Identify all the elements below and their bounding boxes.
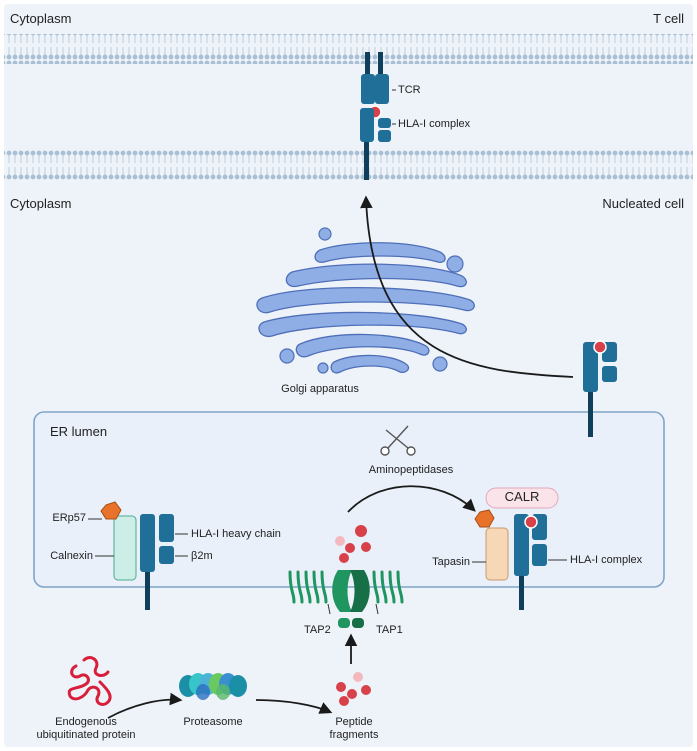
golgi-apparatus-icon — [256, 242, 475, 374]
degradation-arrow — [107, 692, 183, 719]
endogenous-protein-line1: Endogenous — [55, 716, 117, 728]
endogenous-protein-line2: ubiquitinated protein — [36, 729, 136, 741]
calr-label: CALR — [504, 489, 540, 504]
transport-arrow — [360, 195, 574, 378]
peptides-er — [335, 525, 371, 563]
hla-heavy-chain-label: HLA-I heavy chain — [191, 528, 281, 540]
aminopeptidases-label: Aminopeptidases — [368, 464, 454, 476]
tap-transporter — [288, 570, 404, 604]
erp57-label: ERp57 — [52, 512, 86, 524]
tap2-label: TAP2 — [304, 624, 331, 636]
tcell-cytoplasm-label: Cytoplasm — [10, 11, 72, 26]
tapasin-label: Tapasin — [432, 556, 470, 568]
tcr-label: TCR — [398, 84, 421, 96]
golgi-vesicles — [279, 227, 464, 374]
fragment-arrow — [255, 699, 333, 714]
tap-cores — [332, 570, 370, 628]
tap1-label: TAP1 — [376, 624, 403, 636]
calnexin-label: Calnexin — [50, 550, 93, 562]
tcell-membrane — [4, 34, 693, 64]
er-lumen-label: ER lumen — [50, 424, 108, 439]
endogenous-protein-label: Endogenous ubiquitinated protein — [26, 716, 146, 742]
ubiquitinated-protein-icon — [67, 656, 112, 706]
b2m-label: β2m — [191, 550, 213, 562]
nucleated-cell-label: Nucleated cell — [602, 196, 684, 211]
cell-membrane — [4, 150, 693, 180]
peptide-loading-complex — [474, 509, 547, 610]
hla-complex-surface — [360, 105, 391, 180]
calr-bubble — [485, 487, 559, 509]
cell-cytoplasm-label: Cytoplasm — [10, 196, 72, 211]
peptide-fragments — [336, 672, 371, 706]
hla-complex-surface-label: HLA-I complex — [398, 118, 471, 130]
hla-complex-er-label: HLA-I complex — [570, 554, 643, 566]
calnexin-complex — [100, 501, 174, 610]
peptide-fragments-line2: fragments — [329, 729, 379, 741]
proteasome-icon — [179, 673, 247, 700]
peptide-fragments-label: Peptide fragments — [314, 716, 394, 742]
tcell-label: T cell — [653, 11, 684, 26]
golgi-label: Golgi apparatus — [281, 383, 359, 395]
scissors-icon — [380, 425, 416, 456]
aminopeptidase-arrow — [347, 485, 476, 513]
tcr-receptor — [361, 52, 389, 104]
tap2-leader — [327, 603, 331, 615]
proteasome-label: Proteasome — [183, 716, 243, 728]
tap1-leader — [375, 603, 379, 615]
hla-complex-exit — [583, 340, 617, 437]
peptide-fragments-line1: Peptide — [335, 716, 373, 728]
